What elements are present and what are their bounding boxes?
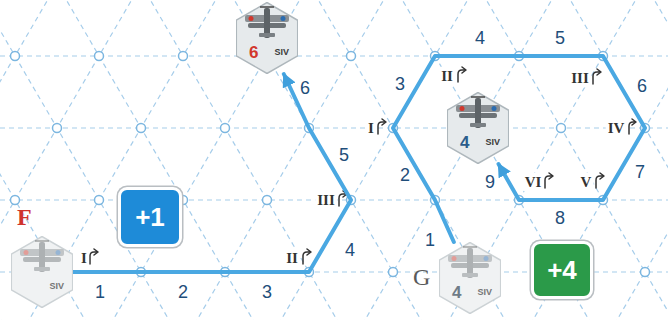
step-number: 2	[176, 281, 190, 304]
maneuver-path	[393, 56, 645, 242]
turn-number: III	[569, 69, 591, 88]
plane-number: 4	[460, 133, 469, 153]
bonus-badge: +1	[118, 187, 182, 247]
step-number: 1	[423, 229, 437, 252]
step-number: 6	[298, 77, 312, 100]
turn-number: II	[439, 67, 455, 86]
turn-number: VI	[523, 173, 544, 192]
step-number: 2	[398, 164, 412, 187]
plane-number: 6	[249, 43, 258, 63]
step-number: 9	[483, 171, 497, 194]
turn-number: IV	[606, 119, 627, 138]
bonus-badge: +4	[531, 241, 593, 299]
plane-picture	[20, 241, 64, 272]
maneuver-path	[73, 74, 351, 272]
turn-number: V	[579, 173, 594, 192]
plane-token: G4SIV	[439, 242, 501, 314]
plane-picture	[456, 97, 500, 128]
turn-number: II	[284, 249, 300, 268]
plane-token: 6 SIV	[236, 2, 298, 74]
plane-token: 4 SIV	[447, 92, 509, 164]
plane-picture	[448, 247, 492, 278]
token-hex	[236, 2, 298, 74]
step-number: 1	[93, 281, 107, 304]
step-number: 7	[633, 161, 647, 184]
plane-model: SIV	[49, 281, 64, 291]
token-letter: G	[413, 264, 430, 291]
turn-number: I	[79, 249, 89, 268]
turn-number: III	[315, 191, 337, 210]
step-number: 4	[473, 27, 487, 50]
plane-token: FSIV	[11, 236, 73, 308]
token-hex	[447, 92, 509, 164]
plane-model: SIV	[477, 287, 492, 297]
token-hex	[439, 242, 501, 314]
plane-number: 4	[452, 283, 461, 303]
bonus-value: +4	[547, 255, 577, 286]
step-number: 3	[393, 73, 407, 96]
step-number: 3	[260, 281, 274, 304]
turn-number: I	[366, 119, 376, 138]
token-hex	[11, 236, 73, 308]
plane-picture	[245, 7, 289, 38]
token-letter: F	[17, 204, 32, 231]
plane-model: SIV	[485, 137, 500, 147]
step-number: 6	[635, 75, 649, 98]
step-number: 5	[553, 27, 567, 50]
step-number: 8	[553, 207, 567, 230]
plane-model: SIV	[274, 47, 289, 57]
bonus-value: +1	[135, 202, 165, 233]
turn-arrows	[90, 67, 636, 264]
step-number: 4	[343, 239, 357, 262]
step-number: 5	[337, 144, 351, 167]
